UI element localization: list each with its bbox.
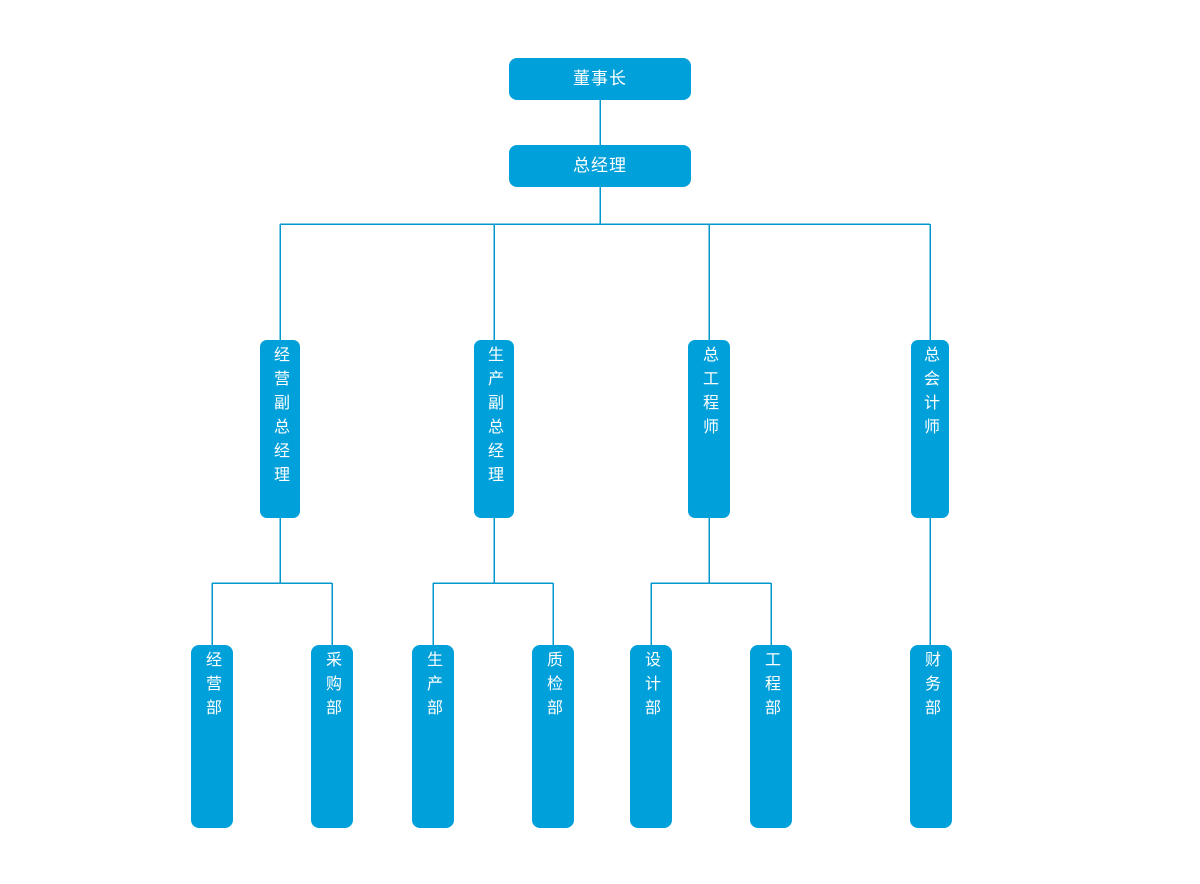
- node-label: 总经理: [573, 155, 627, 176]
- node-chairman[interactable]: 董事长: [509, 58, 691, 100]
- node-chief-accountant[interactable]: 总会计师: [911, 340, 949, 518]
- node-label: 设计部: [642, 651, 661, 723]
- node-chief-engineer[interactable]: 总工程师: [688, 340, 730, 518]
- node-dept-quality[interactable]: 质检部: [532, 645, 574, 828]
- node-label: 采购部: [323, 651, 342, 723]
- node-label: 工程部: [762, 651, 781, 723]
- node-label: 经营副总经理: [271, 346, 290, 490]
- node-label: 总工程师: [700, 346, 719, 442]
- node-label: 生产副总经理: [485, 346, 504, 490]
- node-label: 生产部: [424, 651, 443, 723]
- node-label: 经营部: [203, 651, 222, 723]
- node-dept-production[interactable]: 生产部: [412, 645, 454, 828]
- node-dept-design[interactable]: 设计部: [630, 645, 672, 828]
- node-vp-operations[interactable]: 经营副总经理: [260, 340, 300, 518]
- node-vp-production[interactable]: 生产副总经理: [474, 340, 514, 518]
- node-dept-finance[interactable]: 财务部: [910, 645, 952, 828]
- node-label: 质检部: [544, 651, 563, 723]
- node-dept-engineering[interactable]: 工程部: [750, 645, 792, 828]
- node-general-manager[interactable]: 总经理: [509, 145, 691, 187]
- node-label: 董事长: [573, 68, 627, 89]
- node-label: 总会计师: [921, 346, 940, 442]
- node-dept-procurement[interactable]: 采购部: [311, 645, 353, 828]
- node-label: 财务部: [922, 651, 941, 723]
- node-dept-operations[interactable]: 经营部: [191, 645, 233, 828]
